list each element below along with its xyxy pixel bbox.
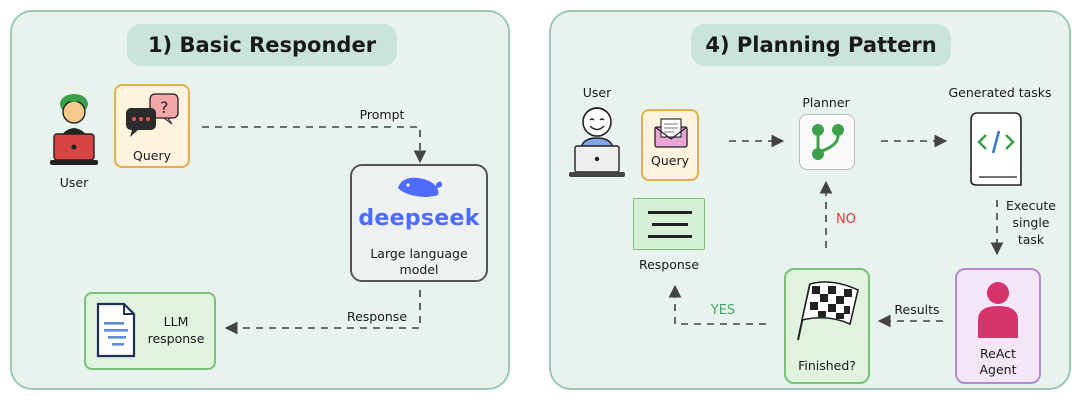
llm-caption-line1: Large language xyxy=(370,246,468,261)
response-label: Response xyxy=(346,309,408,324)
agent-line2: Agent xyxy=(979,362,1017,377)
basic-responder-panel: 1) Basic Responder User ? xyxy=(10,10,510,390)
query-box: ? Query xyxy=(114,84,190,168)
generated-tasks-label: Generated tasks xyxy=(948,85,1052,100)
llm-response-line2: response xyxy=(147,331,205,346)
query-label: Query xyxy=(133,148,171,163)
agent-line1: ReAct xyxy=(980,346,1016,361)
stick-user-icon xyxy=(567,104,627,184)
execute-line3: task xyxy=(1017,232,1045,247)
checkered-flag-icon xyxy=(797,281,859,341)
prompt-arrow xyxy=(202,126,427,164)
left-connectors xyxy=(202,126,427,335)
svg-text:?: ? xyxy=(160,98,169,117)
planner-label: Planner xyxy=(802,95,850,110)
query-label-planning: Query xyxy=(651,153,689,168)
execute-line2: single xyxy=(1012,215,1050,230)
query-box-planning: Query xyxy=(641,109,699,181)
finished-label: Finished? xyxy=(798,358,856,373)
execute-line1: Execute xyxy=(1006,198,1056,213)
planning-pattern-panel: 4) Planning Pattern User xyxy=(549,10,1071,390)
yes-label: YES xyxy=(710,303,736,318)
llm-response-box: LLM response xyxy=(84,292,216,370)
react-agent-box: ReAct Agent xyxy=(955,268,1041,384)
llm-response-line1: LLM xyxy=(163,314,189,329)
text-lines-icon xyxy=(648,211,692,238)
response-label-planning: Response xyxy=(638,257,700,272)
agent-person-icon xyxy=(978,282,1018,338)
prompt-label: Prompt xyxy=(359,107,405,122)
mail-icon xyxy=(654,118,688,148)
user-icon xyxy=(48,90,100,170)
code-book-icon xyxy=(967,109,1025,189)
llm-caption-line2: model xyxy=(399,262,439,277)
panel-title-planning: 4) Planning Pattern xyxy=(691,24,951,66)
chat-bubbles-icon: ? xyxy=(126,93,179,137)
user-label: User xyxy=(59,175,89,190)
finished-box: Finished? xyxy=(784,268,870,384)
response-box xyxy=(633,198,705,250)
planner-box xyxy=(799,114,855,170)
no-label: NO xyxy=(836,212,856,227)
panel-title: 1) Basic Responder xyxy=(127,24,397,66)
document-icon xyxy=(96,302,136,358)
whale-logo-icon xyxy=(398,177,442,197)
user-label-planning: User xyxy=(582,85,612,100)
right-connectors xyxy=(668,134,1004,328)
branch-icon xyxy=(812,124,844,160)
finished-to-response-arrow xyxy=(668,284,766,325)
deepseek-wordmark: deepseek xyxy=(358,206,480,231)
results-label: Results xyxy=(894,302,940,317)
llm-box: deepseek Large language model xyxy=(350,164,488,282)
